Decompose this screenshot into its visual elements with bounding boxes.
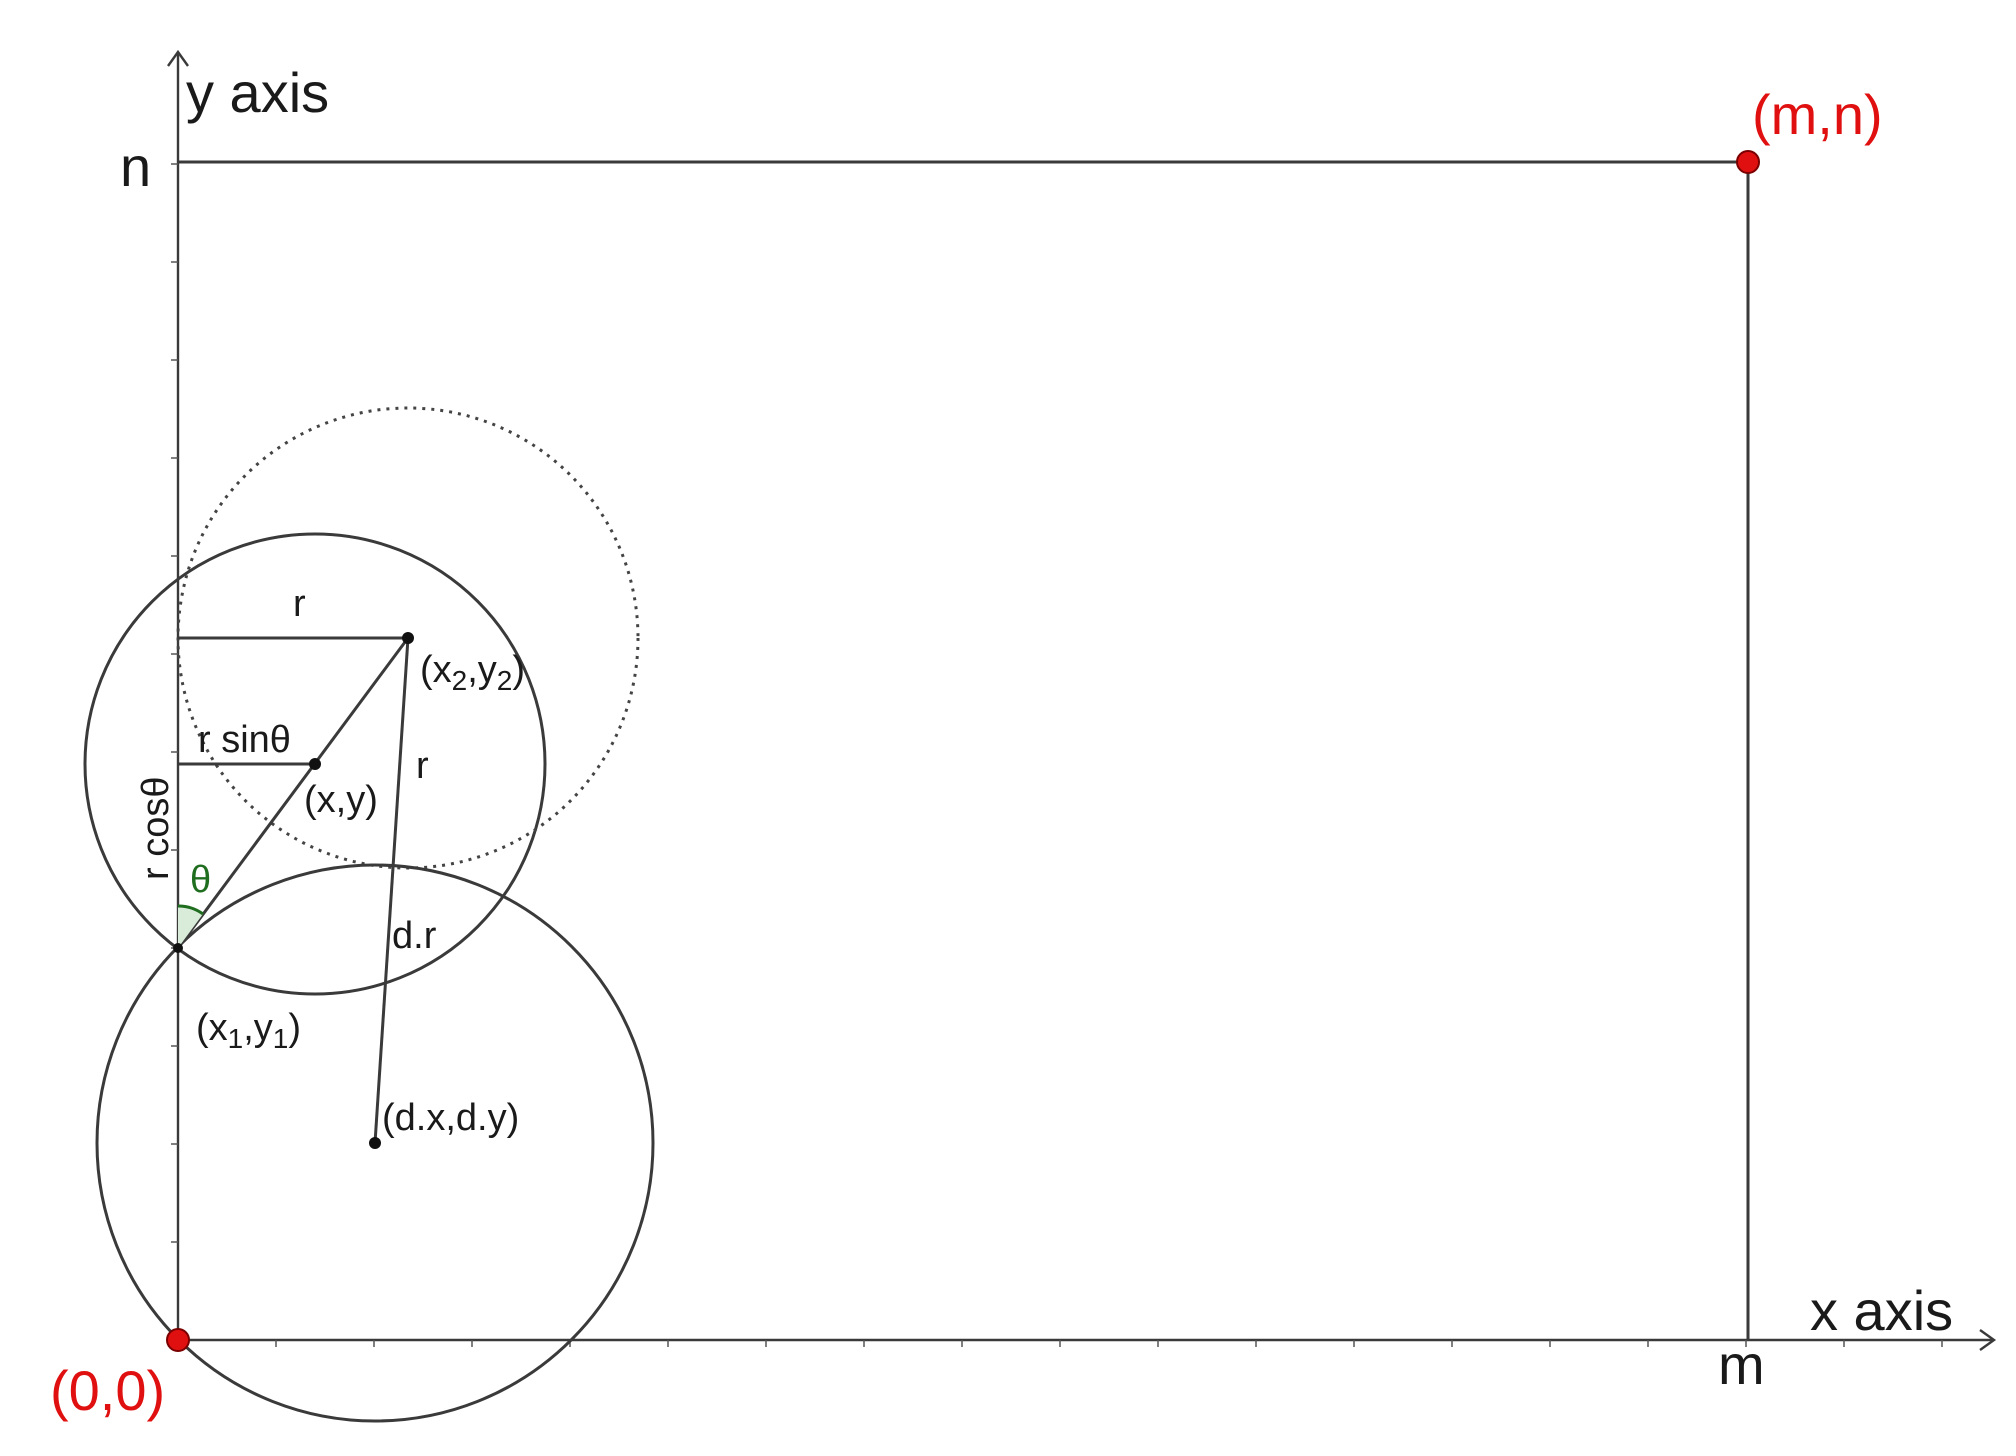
r-top-label: r bbox=[293, 583, 306, 625]
segment-p2-d bbox=[373, 637, 410, 1144]
r-cos-label: r cosθ bbox=[135, 777, 177, 880]
dr-label: d.r bbox=[392, 915, 437, 957]
point-d bbox=[369, 1137, 381, 1149]
r-right-label: r bbox=[416, 745, 429, 787]
r-sin-label: r sinθ bbox=[198, 719, 291, 761]
x2y2-label: (x2,y2) bbox=[420, 649, 525, 696]
x-axis-ticks bbox=[275, 1340, 1943, 1347]
theta-angle-arc bbox=[177, 904, 204, 916]
origin-label: (0,0) bbox=[50, 1359, 165, 1422]
xy-label: (x,y) bbox=[304, 779, 378, 821]
theta-label: θ bbox=[190, 859, 211, 901]
point-x2y2 bbox=[402, 632, 414, 644]
y-axis-arrowhead bbox=[167, 49, 189, 67]
circle-d-point bbox=[95, 863, 655, 1423]
point-corner-mn bbox=[1736, 150, 1760, 174]
x-axis-arrowhead bbox=[1979, 1329, 1997, 1351]
m-label: m bbox=[1718, 1333, 1765, 1396]
corner-label: (m,n) bbox=[1752, 83, 1883, 146]
theta-angle-wedge bbox=[178, 905, 203, 948]
x1y1-label: (x1,y1) bbox=[196, 1007, 301, 1054]
segment-p1-p2 bbox=[176, 637, 410, 949]
y-axis-ticks bbox=[171, 163, 178, 1243]
point-xy bbox=[309, 758, 321, 770]
y-axis-label: y axis bbox=[186, 61, 329, 124]
point-x1y1 bbox=[173, 943, 183, 953]
x-axis-label: x axis bbox=[1810, 1279, 1953, 1342]
point-origin bbox=[166, 1328, 190, 1352]
circle-center-xy bbox=[83, 532, 547, 996]
n-label: n bbox=[120, 135, 151, 198]
d-point-label: (d.x,d.y) bbox=[382, 1097, 519, 1139]
